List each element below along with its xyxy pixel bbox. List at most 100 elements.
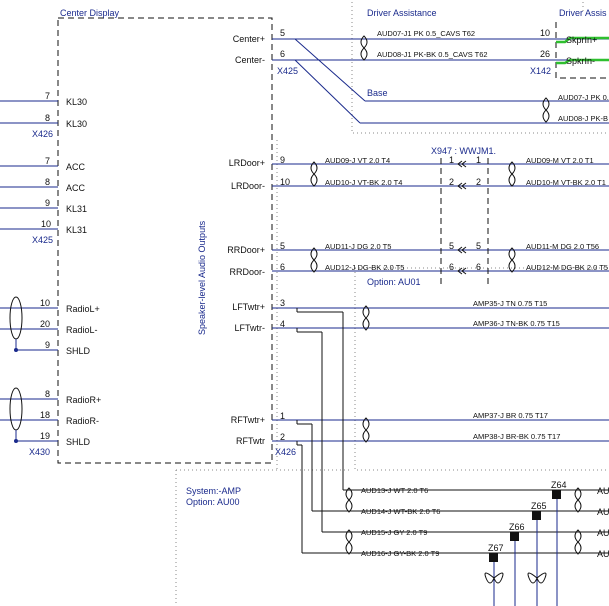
connector-label: X430: [29, 447, 50, 457]
right-wires: [272, 38, 609, 554]
left-pin-labels: KL30 KL30 ACC ACC KL31 KL31 RadioL+ Radi…: [66, 97, 101, 447]
wwjm1-pin: 1: [449, 155, 454, 165]
left-pin-label: RadioR-: [66, 416, 99, 426]
driver-pin-label: SkprIn+: [566, 35, 597, 45]
wwjm1-pin: 2: [476, 177, 481, 187]
wwjm1-connector: 1 1 2 2 5 5 6 6: [440, 155, 489, 286]
left-pin: 8: [45, 177, 50, 187]
right-pin: 10: [280, 177, 290, 187]
left-pin-label: RadioR+: [66, 395, 101, 405]
speaker-outputs-label: Speaker-level Audio Outputs: [197, 220, 207, 335]
left-pin-label: RadioL-: [66, 325, 98, 335]
connector-label: X426: [275, 447, 296, 457]
right-pin-numbers: 5 6 9 10 5 6 3 4 1 2: [280, 28, 290, 442]
splices: Z64 Z65 Z66 Z67: [484, 480, 567, 606]
right-connectors: X425 X426: [275, 66, 298, 457]
splice-label: Z67: [488, 543, 504, 553]
connector-label: X142: [530, 66, 551, 76]
center-display-title: Center Display: [60, 8, 120, 18]
twist-markers: [310, 35, 582, 555]
driver-assis-right-title: Driver Assis: [559, 8, 607, 18]
left-pin-label: RadioL+: [66, 304, 100, 314]
right-pin-label: RRDoor-: [229, 267, 265, 277]
right-pin-label: LRDoor+: [229, 158, 265, 168]
wire-label: AUD10-J VT-BK 2.0 T4: [325, 178, 402, 187]
wire-label: AUD12-J DG-BK 2.0 T5: [325, 263, 404, 272]
right-pin: 3: [280, 298, 285, 308]
left-pin-numbers: 7 8 7 8 9 10 10 20 9 8 18 19: [40, 91, 51, 441]
right-pin-label: LFTwtr+: [232, 302, 265, 312]
wwjm1-pin: 5: [449, 241, 454, 251]
splice-label: Z64: [551, 480, 567, 490]
right-pin-labels: Center+ Center- LRDoor+ LRDoor- RRDoor+ …: [227, 34, 265, 446]
wire-label: AUD11-M DG 2.0 T56: [526, 242, 599, 251]
connector-label: X426: [32, 129, 53, 139]
wire-label: AMP35-J TN 0.75 T15: [473, 299, 547, 308]
right-pin-label: Center-: [235, 55, 265, 65]
splice-label: Z65: [531, 501, 547, 511]
connector-label: X425: [32, 235, 53, 245]
left-pin: 8: [45, 389, 50, 399]
wire-label: AUD14-J WT-BK 2.0 T6: [361, 507, 440, 516]
right-pin-label: RFTwtr: [236, 436, 265, 446]
option-au01-title: Option: AU01: [367, 277, 421, 287]
left-connectors: X426 X425 X430: [29, 129, 53, 457]
right-pin-label: RFTwtr+: [231, 415, 265, 425]
wwjm1-pin: 6: [449, 262, 454, 272]
base-title: Base: [367, 88, 388, 98]
wire-label: AUD07-J PK 0.: [558, 93, 609, 102]
splice-label: Z66: [509, 522, 525, 532]
block-frames: [175, 2, 609, 606]
wwjm1-pin: 5: [476, 241, 481, 251]
left-pin: 10: [40, 298, 50, 308]
wire-label: AMP38-J BR-BK 0.75 T17: [473, 432, 560, 441]
connector-label: X425: [277, 66, 298, 76]
left-pin-label: KL31: [66, 225, 87, 235]
wire-label: AUD15-J GY 2.0 T9: [361, 528, 427, 537]
option-au00-title: Option: AU00: [186, 497, 240, 507]
left-wires: [0, 100, 58, 443]
wire-label: AUD09-M VT 2.0 T1: [526, 156, 594, 165]
wire-label: AUD10-M VT-BK 2.0 T1: [526, 178, 606, 187]
driver-assistance-title: Driver Assistance: [367, 8, 437, 18]
left-pin: 7: [45, 156, 50, 166]
wire-label: AUD11-J DG 2.0 T5: [325, 242, 391, 251]
right-pin: 5: [280, 28, 285, 38]
left-pin: 9: [45, 340, 50, 350]
right-pin: 9: [280, 155, 285, 165]
wire-label: AMP36-J TN-BK 0.75 T15: [473, 319, 560, 328]
driver-pin-label: SpkrIn-: [566, 56, 595, 66]
wire-labels: AUD07-J1 PK 0.5_CAVS T62 AUD08-J1 PK-BK …: [325, 29, 609, 558]
au-stub: AU: [597, 549, 609, 559]
au-stub: AU: [597, 486, 609, 496]
wire-label: AUD09-J VT 2.0 T4: [325, 156, 390, 165]
wire-label: AUD08-J PK-B: [558, 114, 608, 123]
left-pin: 19: [40, 431, 50, 441]
wire-label: AUD08-J1 PK-BK 0.5_CAVS T62: [377, 50, 488, 59]
right-pin-label: Center+: [233, 34, 265, 44]
left-pin: 20: [40, 319, 50, 329]
center-display-box: [57, 17, 273, 464]
left-pin: 8: [45, 113, 50, 123]
au-stubs: AU AU AU AU: [597, 486, 609, 559]
wwjm1-pin: 2: [449, 177, 454, 187]
system-amp-title: System:-AMP: [186, 486, 241, 496]
right-pin: 6: [280, 49, 285, 59]
wwjm1-pin: 1: [476, 155, 481, 165]
right-pin-label: LRDoor-: [231, 181, 265, 191]
left-pin-label: ACC: [66, 162, 86, 172]
right-pin: 4: [280, 319, 285, 329]
left-pin-label: SHLD: [66, 346, 91, 356]
wire-label: AMP37-J BR 0.75 T17: [473, 411, 548, 420]
wire-label: AUD13-J WT 2.0 T6: [361, 486, 428, 495]
right-pin: 6: [280, 262, 285, 272]
au-stub: AU: [597, 507, 609, 517]
left-pin-label: SHLD: [66, 437, 91, 447]
wire-label: AUD12-M DG-BK 2.0 T5: [526, 263, 608, 272]
right-pin-label: RRDoor+: [227, 245, 265, 255]
left-pin-label: KL30: [66, 97, 87, 107]
left-pin-label: ACC: [66, 183, 86, 193]
au-stub: AU: [597, 528, 609, 538]
right-pin: 1: [280, 411, 285, 421]
